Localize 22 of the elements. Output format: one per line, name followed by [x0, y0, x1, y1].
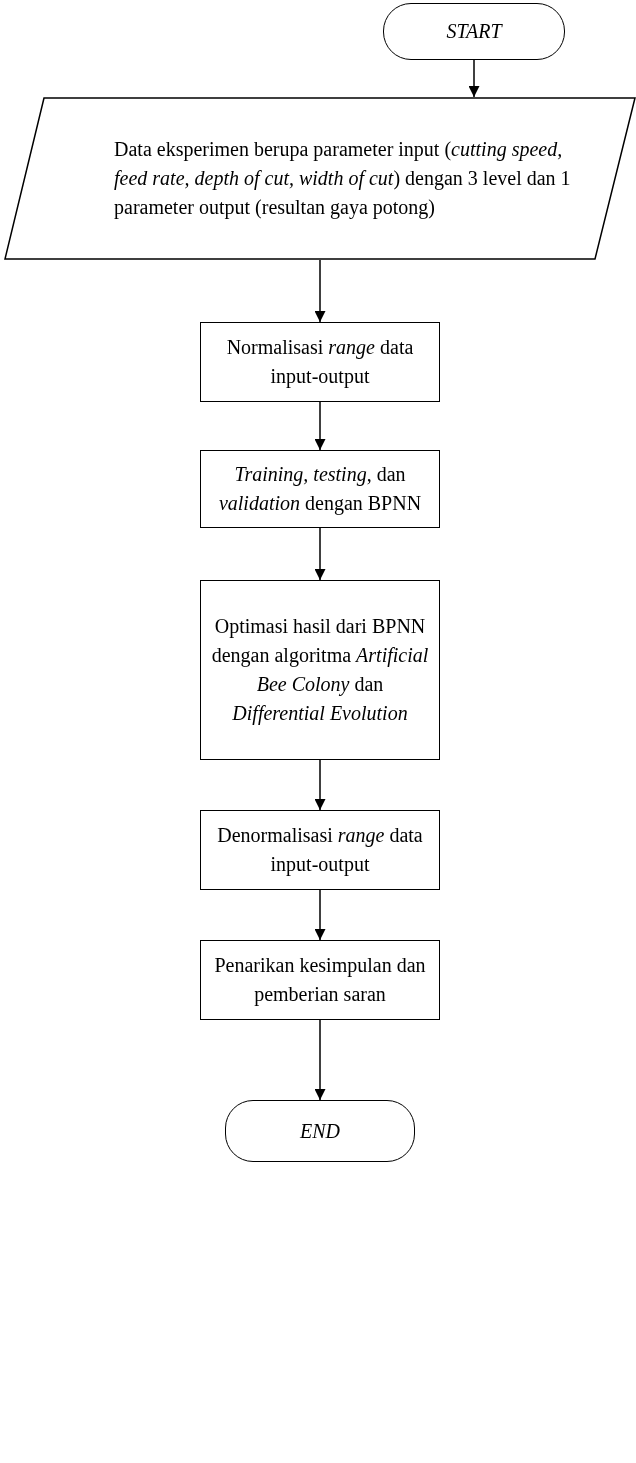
arrow [314, 259, 326, 323]
process-box [200, 322, 440, 402]
arrow [314, 401, 326, 451]
process-box [200, 450, 440, 528]
arrow [314, 1019, 326, 1101]
process-box [200, 810, 440, 890]
end-terminal [225, 1100, 415, 1162]
step-text: END [300, 1118, 340, 1144]
step-text: Denormalisasi range data input-output [216, 823, 424, 878]
arrow [314, 527, 326, 581]
arrow [468, 59, 480, 98]
step-text: Optimasi hasil dari BPNN dengan algoritma Artificial Bee Colony dan Differential Evolution [210, 614, 430, 727]
step-text: START [446, 19, 502, 44]
step-text: Training, testing, dan validation dengan BPNN [217, 462, 423, 517]
step-text: Penarikan kesimpulan dan pemberian saran [213, 953, 427, 1008]
arrow [314, 759, 326, 811]
process-box [200, 940, 440, 1020]
start-terminal [383, 3, 565, 60]
step-text: Data eksperimen berupa parameter input (cutting speed, feed rate, depth of cut, width of cut) dengan 3 level dan 1 parameter output (resultan gaya potong) [114, 137, 572, 221]
arrow [314, 889, 326, 941]
step-text: Normalisasi range data input-output [225, 335, 415, 390]
process-box [200, 580, 440, 760]
